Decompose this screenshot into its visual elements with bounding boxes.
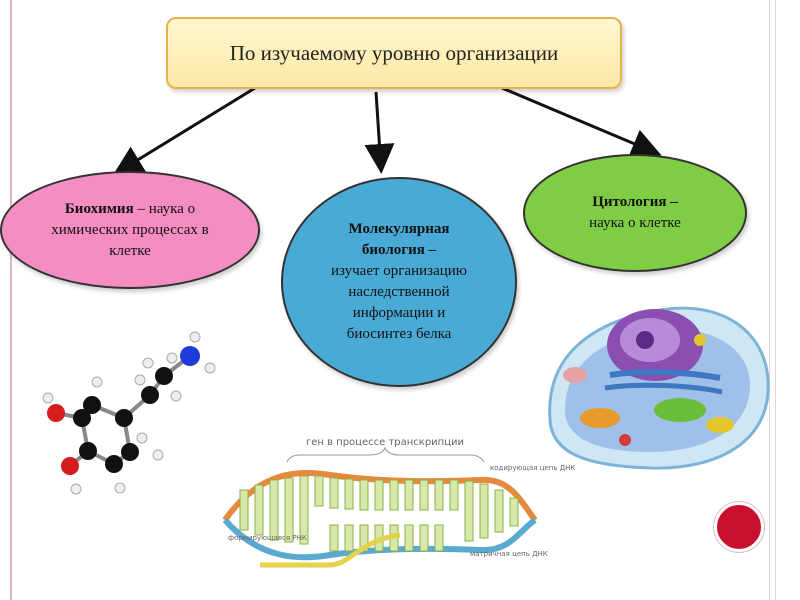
slide-frame-line <box>10 0 12 600</box>
dna-label-rna: формирующаяся РНК <box>228 534 307 542</box>
root-title-box: По изучаемому уровню организации <box>166 17 622 89</box>
dna-header: ген в процессе транскрипции <box>306 437 464 448</box>
molecular-desc: изучает организацию наследственной инфор… <box>330 263 467 342</box>
dna-label-template: матричная цепь ДНК <box>470 550 548 558</box>
arrow-to-cytology <box>501 86 662 158</box>
root-title: По изучаемому уровню организации <box>229 40 559 65</box>
accent-dot <box>714 502 764 552</box>
node-biochemistry: Биохимия – наука о химических процессах … <box>0 171 260 289</box>
arrow-to-molecular <box>364 91 395 174</box>
cytology-term: Цитология – <box>592 194 678 210</box>
node-molecular-biology: Молекулярная биология – изучает организа… <box>281 177 517 387</box>
arrow-to-biochemistry <box>112 86 256 176</box>
biochemistry-term: Биохимия <box>64 200 134 217</box>
slide-frame-line-right <box>769 0 770 600</box>
slide-frame-line-right-2 <box>775 0 776 600</box>
node-cytology: Цитология – наука о клетке <box>523 154 747 272</box>
cytology-desc: наука о клетке <box>589 215 681 231</box>
biochemistry-desc: – наука о химических процессах в клетке <box>51 200 209 259</box>
molecular-term: Молекулярная биология – <box>348 221 450 258</box>
dna-label-coding: кодирующая цепь ДНК <box>490 464 575 472</box>
